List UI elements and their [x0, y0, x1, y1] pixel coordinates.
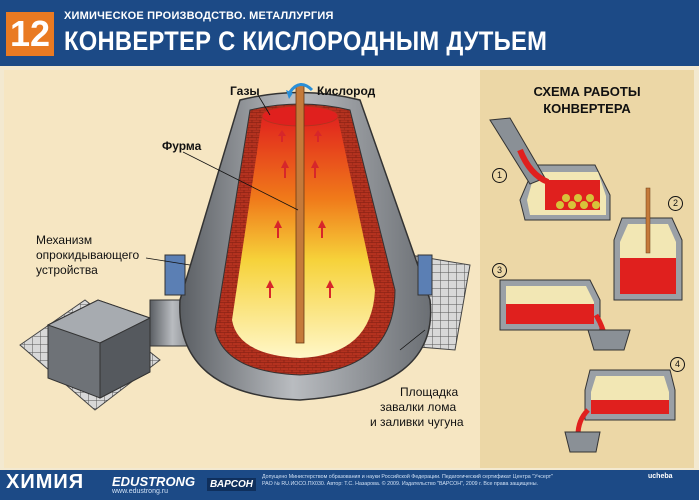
scheme-step-4-drawing — [564, 369, 676, 453]
label-gases: Газы — [230, 84, 260, 98]
label-mechanism-2: опрокидывающего — [36, 248, 140, 262]
oxygen-arrow-icon — [288, 83, 314, 93]
poster-number: 12 — [6, 12, 54, 56]
scheme-step-3-badge: 3 — [492, 263, 507, 278]
footer-badge: ucheba — [648, 473, 673, 480]
scheme-step-2-badge: 2 — [668, 196, 683, 211]
label-platform-3: и заливки чугуна — [370, 415, 464, 429]
label-lance: Фурма — [162, 139, 202, 153]
scheme-step-1-badge: 1 — [492, 168, 507, 183]
scheme-step-2-drawing — [613, 187, 683, 301]
footer-note: Допущено Министерством образования и нау… — [262, 474, 553, 487]
oxygen-lance — [295, 84, 305, 344]
poster-subtitle: ХИМИЧЕСКОЕ ПРОИЗВОДСТВО. МЕТАЛЛУРГИЯ — [64, 10, 334, 22]
scheme-title-line-2: КОНВЕРТЕРА — [543, 101, 631, 116]
scheme-step-4-badge: 4 — [670, 357, 685, 372]
poster-title: КОНВЕРТЕР С КИСЛОРОДНЫМ ДУТЬЕМ — [64, 26, 548, 56]
flow-arrows — [266, 130, 334, 298]
label-platform-1: Площадка — [400, 385, 459, 399]
scheme-step-1-drawing — [489, 117, 611, 221]
label-platform-2: завалки лома — [380, 400, 457, 414]
header-bar — [0, 0, 699, 66]
label-oxygen: Кислород — [317, 84, 376, 98]
footer-brand: ХИМИЯ — [6, 471, 85, 493]
scheme-step-3-drawing — [499, 279, 631, 351]
scheme-title: СХЕМА РАБОТЫ КОНВЕРТЕРА — [480, 83, 694, 117]
footer-site: www.edustrong.ru — [112, 488, 169, 495]
label-mechanism-3: устройства — [36, 263, 98, 277]
footer-publisher: EDUSTRONG — [112, 474, 196, 489]
footer-bar — [0, 470, 699, 500]
label-mechanism-1: Механизм — [36, 233, 93, 247]
scheme-title-line-1: СХЕМА РАБОТЫ — [533, 84, 641, 99]
footer-logo: ВАРСОН — [207, 478, 256, 491]
